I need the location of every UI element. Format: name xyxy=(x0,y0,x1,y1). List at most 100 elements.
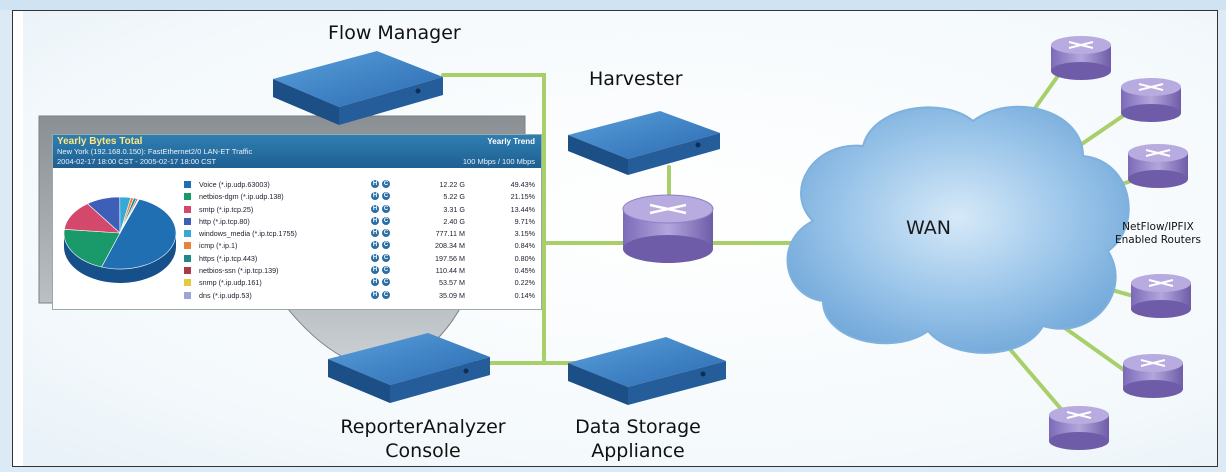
protocol-link[interactable]: netbios-dgm (*.ip.udp.138) xyxy=(199,192,284,202)
protocol-link[interactable]: netbios-ssn (*.ip.tcp.139) xyxy=(199,266,279,276)
protocol-link[interactable]: http (*.ip.tcp.80) xyxy=(199,216,250,226)
flow-manager-server xyxy=(273,51,443,125)
report-title: Yearly Bytes Total xyxy=(57,136,143,147)
history-icon[interactable]: H xyxy=(371,241,379,250)
percent-value: 3.15% xyxy=(514,229,535,239)
legend-swatch xyxy=(184,242,191,250)
history-icon[interactable]: H xyxy=(371,290,379,299)
edge-router-4 xyxy=(1131,274,1191,318)
protocol-link[interactable]: dns (*.ip.udp.53) xyxy=(199,290,252,300)
history-icon[interactable]: H xyxy=(371,253,379,262)
wan-cloud xyxy=(786,105,1130,354)
harvester-server xyxy=(568,111,720,175)
percent-value: 49.43% xyxy=(510,180,535,189)
bytes-pie-chart xyxy=(63,196,177,283)
edge-router-5 xyxy=(1123,354,1183,398)
top-strip xyxy=(0,0,1226,10)
bytes-value: 5.22 G xyxy=(443,192,465,202)
history-icon[interactable]: H xyxy=(371,229,379,238)
chart-icon[interactable]: C xyxy=(382,290,390,299)
history-icon[interactable]: H xyxy=(371,216,379,225)
bytes-value: 208.34 M xyxy=(435,241,465,251)
pie-slice xyxy=(101,198,177,270)
chart-icon[interactable]: C xyxy=(382,241,390,250)
report-speed: 100 Mbps / 100 Mbps xyxy=(462,157,535,166)
edge-router-3 xyxy=(1128,144,1188,188)
chart-icon[interactable]: C xyxy=(382,253,390,262)
pie-slice xyxy=(119,198,140,234)
history-icon[interactable]: H xyxy=(371,180,379,188)
bytes-value: 777.11 M xyxy=(435,229,465,239)
protocol-link[interactable]: icmp (*.ip.1) xyxy=(199,241,238,251)
history-icon[interactable]: H xyxy=(371,192,379,201)
percent-value: 9.71% xyxy=(514,216,535,226)
bytes-value: 2.40 G xyxy=(443,216,465,226)
wan-label: WAN xyxy=(906,217,951,239)
legend-swatch xyxy=(184,205,191,213)
harvester-label: Harvester xyxy=(589,68,683,90)
report-subtitle: New York (192.168.0.150): FastEthernet2/… xyxy=(57,147,253,156)
protocol-link[interactable]: smtp (*.ip.tcp.25) xyxy=(199,204,254,214)
bytes-value: 197.56 M xyxy=(435,253,465,263)
protocol-link[interactable]: Voice (*.ip.udp.63003) xyxy=(199,180,270,189)
history-icon[interactable]: H xyxy=(371,266,379,275)
storage-label: Data Storage Appliance xyxy=(563,415,713,463)
chart-icon[interactable]: C xyxy=(382,216,390,225)
netflow-label-line2: Enabled Routers xyxy=(1114,234,1202,246)
chart-icon[interactable]: C xyxy=(382,229,390,238)
protocol-link[interactable]: https (*.ip.tcp.443) xyxy=(199,253,258,263)
history-icon[interactable]: H xyxy=(371,204,379,213)
legend-swatch xyxy=(184,291,191,299)
legend-swatch xyxy=(184,193,191,201)
bytes-value: 53.57 M xyxy=(439,278,465,288)
report-header: Yearly Bytes Total Yearly Trend New York… xyxy=(53,135,541,168)
netflow-label: NetFlow/IPFIX Enabled Routers xyxy=(1113,221,1203,247)
bytes-value: 12.22 G xyxy=(439,180,465,189)
edge-router-1 xyxy=(1051,36,1111,80)
bytes-value: 3.31 G xyxy=(443,204,465,214)
history-icon[interactable]: H xyxy=(371,278,379,287)
protocol-link[interactable]: snmp (*.ip.udp.161) xyxy=(199,278,262,288)
reporter-server xyxy=(328,333,490,403)
percent-value: 0.14% xyxy=(514,290,535,300)
chart-icon[interactable]: C xyxy=(382,278,390,287)
report-date-range: 2004-02-17 18:00 CST - 2005-02-17 18:00 … xyxy=(57,157,217,166)
percent-value: 0.22% xyxy=(514,278,535,288)
percent-value: 0.45% xyxy=(514,266,535,276)
flow-manager-label: Flow Manager xyxy=(328,22,461,44)
central-router xyxy=(622,194,714,263)
storage-label-line1: Data Storage xyxy=(575,416,701,438)
legend-swatch xyxy=(184,217,191,225)
chart-icon[interactable]: C xyxy=(382,266,390,275)
reporter-label-line2: Console xyxy=(385,440,461,462)
pie-slice xyxy=(63,229,121,268)
protocol-link[interactable]: windows_media (*.ip.tcp.1755) xyxy=(199,229,297,239)
edge-router-2 xyxy=(1121,78,1181,122)
legend-swatch xyxy=(184,279,191,287)
bytes-value: 110.44 M xyxy=(435,266,465,276)
storage-server xyxy=(568,337,726,405)
legend-swatch xyxy=(184,267,191,275)
percent-value: 0.84% xyxy=(514,241,535,251)
diagram-frame: Flow Manager Harvester WAN NetFlow/IPFIX… xyxy=(12,10,1218,467)
storage-label-line2: Appliance xyxy=(591,440,685,462)
yearly-trend-link[interactable]: Yearly Trend xyxy=(487,137,535,146)
chart-icon[interactable]: C xyxy=(382,192,390,201)
chart-icon[interactable]: C xyxy=(382,180,390,188)
legend-swatch xyxy=(184,230,191,238)
yearly-bytes-report: Yearly Bytes Total Yearly Trend New York… xyxy=(52,134,542,310)
netflow-label-line1: NetFlow/IPFIX xyxy=(1122,221,1194,233)
reporter-label: ReporterAnalyzer Console xyxy=(323,415,523,463)
percent-value: 0.80% xyxy=(514,253,535,263)
percent-value: 21.15% xyxy=(510,192,535,202)
chart-icon[interactable]: C xyxy=(382,204,390,213)
diagram-canvas: Flow Manager Harvester WAN NetFlow/IPFIX… xyxy=(23,11,1217,466)
